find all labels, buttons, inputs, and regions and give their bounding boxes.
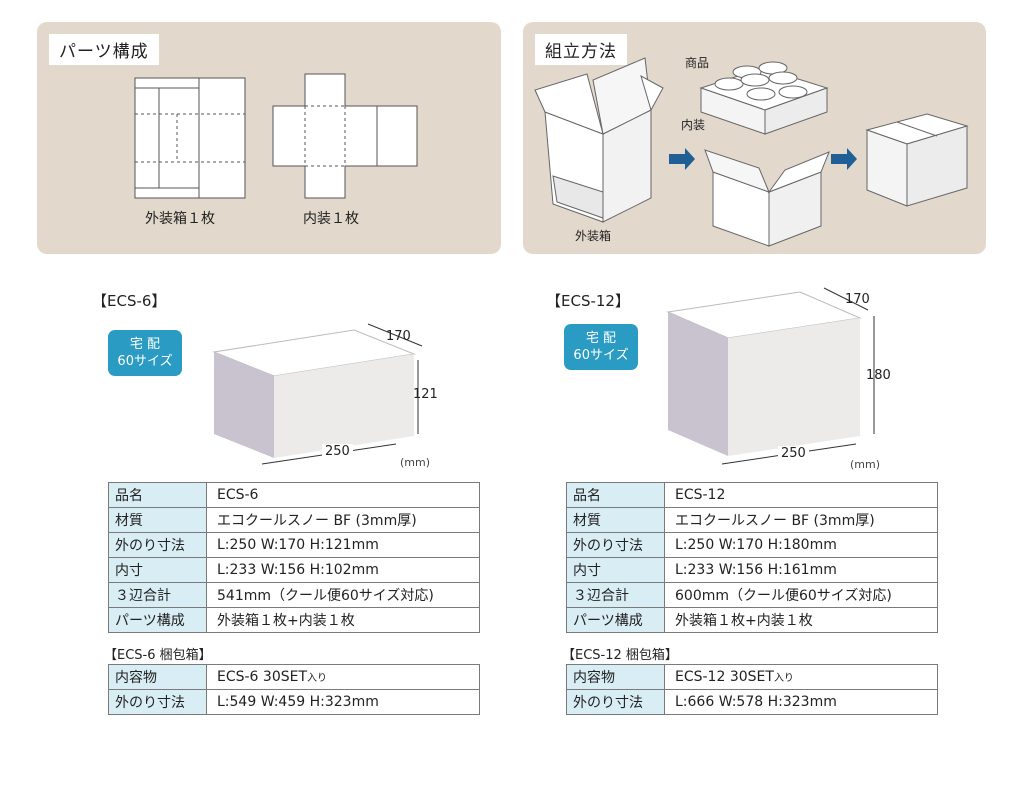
parts-panel-title: パーツ構成 bbox=[49, 34, 159, 65]
closed-box-icon bbox=[865, 113, 969, 207]
box-ecs6-icon bbox=[212, 323, 423, 465]
dim-depth: 170 bbox=[386, 329, 411, 344]
spec-value: ECS-6 bbox=[206, 482, 480, 508]
badge-line-2: 60サイズ bbox=[573, 348, 629, 363]
product-title-ecs12: 【ECS-12】 bbox=[546, 292, 630, 310]
spec-key: 材質 bbox=[108, 507, 207, 533]
dim-unit: (mm) bbox=[850, 458, 881, 471]
spec-key: 外のり寸法 bbox=[566, 532, 665, 558]
arrow-right-icon bbox=[831, 148, 857, 170]
box-ecs12-icon bbox=[666, 287, 875, 465]
outer-box-caption: 外装箱１枚 bbox=[145, 211, 215, 227]
dim-height: 180 bbox=[866, 368, 891, 383]
spec-value: 外装箱１枚+内装１枚 bbox=[206, 607, 480, 633]
table-row: 材質エコクールスノー BF (3mm厚) bbox=[108, 507, 480, 533]
spec-value: ECS-12 bbox=[664, 482, 938, 508]
product-label: 商品 bbox=[685, 56, 710, 70]
pack-title-ecs12: 【ECS-12 梱包箱】 bbox=[562, 648, 678, 663]
outer-box-label: 外装箱 bbox=[575, 229, 612, 243]
dim-unit: (mm) bbox=[400, 456, 431, 469]
table-row: 内容物 ECS-12 30SET入り bbox=[566, 664, 938, 690]
spec-value: 600mm（クール便60サイズ対応) bbox=[664, 582, 938, 608]
inner-with-products-icon bbox=[699, 61, 829, 135]
spec-key: ３辺合計 bbox=[566, 582, 665, 608]
inner-caption: 内装１枚 bbox=[303, 211, 359, 227]
pack-key: 外のり寸法 bbox=[566, 689, 665, 715]
delivery-size-badge: 宅 配 60サイズ bbox=[108, 330, 182, 376]
table-row: 材質エコクールスノー BF (3mm厚) bbox=[566, 507, 938, 533]
spec-key: 品名 bbox=[566, 482, 665, 508]
spec-value: L:233 W:156 H:102mm bbox=[206, 557, 480, 583]
arrow-right-icon bbox=[669, 148, 695, 170]
parts-illustration bbox=[134, 73, 418, 199]
outer-box-diecut-icon bbox=[134, 77, 246, 199]
inner-diecut-icon bbox=[272, 73, 418, 199]
spec-key: 材質 bbox=[566, 507, 665, 533]
closing-outer-box-icon bbox=[704, 149, 830, 247]
pack-suffix: 入り bbox=[773, 673, 794, 684]
table-row: 内容物 ECS-6 30SET入り bbox=[108, 664, 480, 690]
table-row: 品名 ECS-6 bbox=[108, 482, 480, 508]
spec-key: 品名 bbox=[115, 488, 143, 504]
assembly-panel-title: 組立方法 bbox=[535, 34, 627, 65]
spec-value: エコクールスノー BF (3mm厚) bbox=[664, 507, 938, 533]
pack-value: ECS-12 30SET bbox=[675, 669, 774, 685]
spec-value: エコクールスノー BF (3mm厚) bbox=[206, 507, 480, 533]
spec-key: 外のり寸法 bbox=[108, 532, 207, 558]
spec-value: 541mm（クール便60サイズ対応) bbox=[206, 582, 480, 608]
pack-key: 内容物 bbox=[108, 664, 207, 690]
pack-suffix: 入り bbox=[307, 673, 328, 684]
badge-line-1: 宅 配 bbox=[129, 337, 161, 352]
assembly-panel: 組立方法 商品 内装 外装箱 bbox=[523, 22, 986, 254]
delivery-size-badge: 宅 配 60サイズ bbox=[564, 324, 638, 370]
spec-key: ３辺合計 bbox=[108, 582, 207, 608]
table-row: パーツ構成外装箱１枚+内装１枚 bbox=[566, 607, 938, 633]
open-outer-box-icon bbox=[534, 57, 664, 223]
spec-value: L:250 W:170 H:180mm bbox=[664, 532, 938, 558]
inner-label: 内装 bbox=[681, 118, 706, 132]
pack-key: 内容物 bbox=[566, 664, 665, 690]
dim-width: 250 bbox=[322, 444, 353, 459]
pack-value: ECS-6 30SET bbox=[217, 669, 308, 685]
spec-key: パーツ構成 bbox=[566, 607, 665, 633]
spec-key: 内寸 bbox=[108, 557, 207, 583]
spec-value: 外装箱１枚+内装１枚 bbox=[664, 607, 938, 633]
dim-depth: 170 bbox=[845, 292, 870, 307]
dim-height: 121 bbox=[413, 387, 438, 402]
spec-key: 内寸 bbox=[566, 557, 665, 583]
spec-value: L:233 W:156 H:161mm bbox=[664, 557, 938, 583]
pack-key: 外のり寸法 bbox=[108, 689, 207, 715]
badge-line-1: 宅 配 bbox=[585, 331, 617, 346]
badge-line-2: 60サイズ bbox=[117, 354, 173, 369]
product-title-ecs6: 【ECS-6】 bbox=[92, 292, 167, 310]
assembly-illustration bbox=[534, 57, 969, 247]
dim-width: 250 bbox=[778, 446, 809, 461]
spec-key: パーツ構成 bbox=[108, 607, 207, 633]
pack-value: L:549 W:459 H:323mm bbox=[206, 689, 480, 715]
pack-title-ecs6: 【ECS-6 梱包箱】 bbox=[104, 648, 212, 663]
spec-value: L:250 W:170 H:121mm bbox=[206, 532, 480, 558]
parts-panel: パーツ構成 外装箱１枚 内装１枚 bbox=[37, 22, 501, 254]
table-row: パーツ構成外装箱１枚+内装１枚 bbox=[108, 607, 480, 633]
pack-value: L:666 W:578 H:323mm bbox=[664, 689, 938, 715]
